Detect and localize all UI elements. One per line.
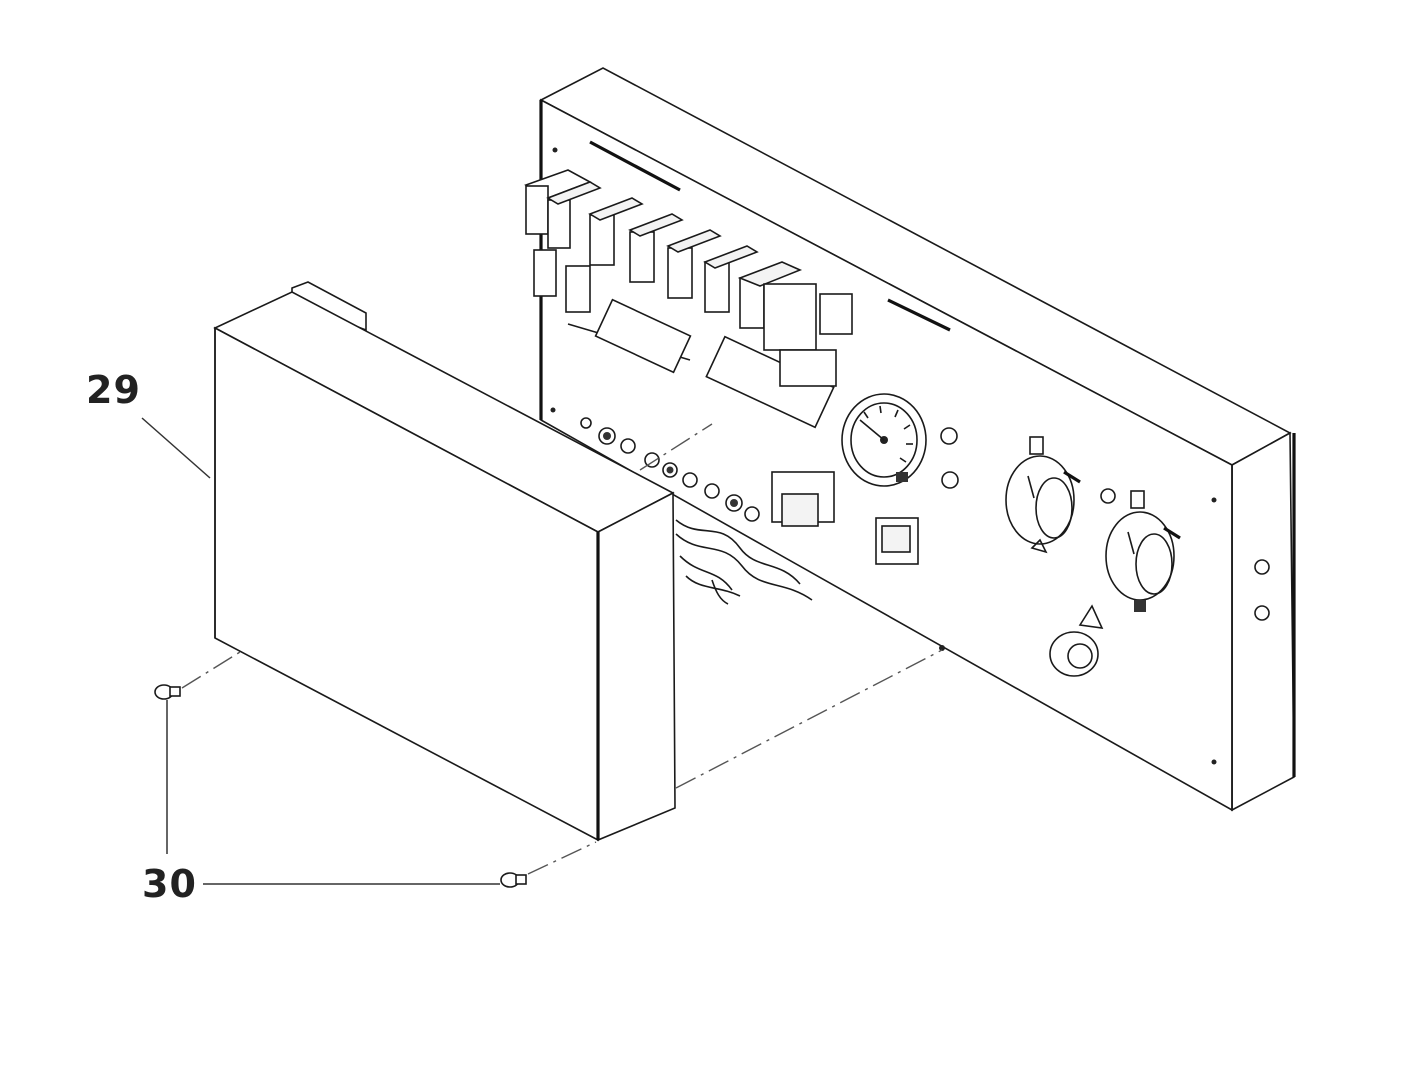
- thermostat-knob-right: [1100, 488, 1181, 612]
- cover-side-face: [597, 491, 676, 842]
- rocker-switch: [875, 517, 919, 565]
- indicator-lamps: [580, 417, 760, 522]
- screw-part-30-lower: [500, 872, 527, 888]
- assembly-axis-lines: [181, 423, 943, 875]
- switch-module: [771, 471, 835, 527]
- leader-line-29: [141, 417, 211, 479]
- callout-30: 30: [142, 862, 197, 906]
- relay-bank: [524, 169, 853, 429]
- callout-29: 29: [86, 368, 141, 412]
- screw-part-30-upper: [154, 684, 181, 700]
- wiring-harness: [675, 519, 813, 605]
- side-hole: [1254, 559, 1270, 575]
- panel-side-face: [1231, 431, 1295, 812]
- thermostat-knob-left: [1005, 436, 1081, 554]
- reset-button: [1049, 604, 1104, 677]
- thermometer-gauge: [841, 393, 927, 487]
- side-hole: [1254, 605, 1270, 621]
- cover-part-29: [213, 281, 676, 842]
